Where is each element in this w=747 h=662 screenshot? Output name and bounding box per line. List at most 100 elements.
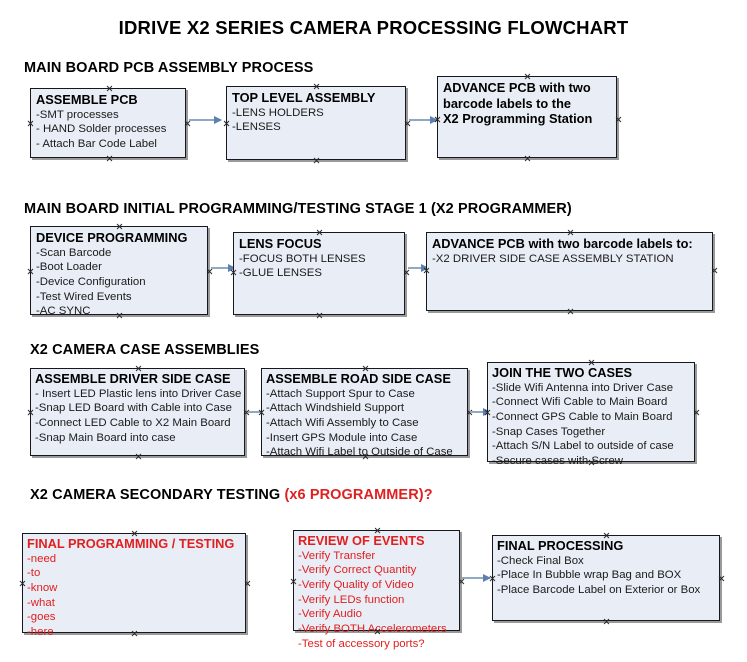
node-line: -Test Wired Events: [36, 290, 132, 303]
node-line: -AC SYNC: [36, 305, 91, 318]
handle-top-icon[interactable]: [524, 73, 531, 80]
handle-bottom-icon[interactable]: [106, 155, 113, 162]
node-line: -Place In Bubble wrap Bag and BOX: [497, 569, 682, 582]
handle-right-icon[interactable]: [206, 268, 213, 275]
section-heading-4-text: X2 CAMERA SECONDARY TESTING: [30, 487, 285, 503]
node-title: LENS FOCUS: [239, 236, 322, 251]
handle-bottom-icon[interactable]: [524, 155, 531, 162]
node-line: -Attach Wifi Label to Outside of Case: [266, 446, 453, 459]
node-line: -Attach S/N Label to outside of case: [492, 440, 674, 453]
node-line: -Boot Loader: [36, 261, 102, 274]
page-title: IDRIVE X2 SERIES CAMERA PROCESSING FLOWC…: [118, 17, 629, 38]
node-top-level-assembly[interactable]: TOP LEVEL ASSEMBLY -LENS HOLDERS -LENSES: [226, 86, 406, 160]
section-heading-1: MAIN BOARD PCB ASSEMBLY PROCESS: [24, 60, 313, 76]
section-heading-1-text: MAIN BOARD PCB ASSEMBLY PROCESS: [24, 60, 314, 76]
node-line: -SMT processes: [36, 108, 119, 121]
node-review-of-events[interactable]: REVIEW OF EVENTS -Verify Transfer -Verif…: [290, 530, 460, 650]
handle-left-icon[interactable]: [19, 580, 26, 587]
node-line: - Attach Bar Code Label: [36, 137, 157, 150]
node-assemble-road-side-case[interactable]: ASSEMBLE ROAD SIDE CASE -Attach Support …: [261, 368, 468, 458]
node-line: -Connect GPS Cable to Main Board: [492, 410, 673, 423]
node-line: -Attach Windshield Support: [266, 402, 405, 415]
node-final-processing[interactable]: FINAL PROCESSING -Check Final Box -Place…: [492, 535, 720, 621]
handle-left-icon[interactable]: [290, 578, 297, 585]
node-line: -Verify Correct Quantity: [298, 564, 417, 577]
node-line: - HAND Solder processes: [36, 123, 167, 136]
handle-top-icon[interactable]: [106, 85, 113, 92]
connector-arrow: [409, 115, 438, 124]
node-assemble-driver-side-case[interactable]: ASSEMBLE DRIVER SIDE CASE - Insert LED P…: [30, 368, 245, 456]
handle-top-icon[interactable]: [116, 223, 123, 230]
node-line: -Connect Wifi Cable to Main Board: [492, 396, 668, 409]
handle-right-icon[interactable]: [244, 580, 251, 587]
section-heading-4-accent: (x6 PROGRAMMER)?: [284, 487, 433, 503]
node-title: ADVANCE PCB with two: [443, 80, 591, 95]
handle-right-icon[interactable]: [693, 409, 700, 416]
handle-left-icon[interactable]: [27, 409, 34, 416]
node-device-programming[interactable]: DEVICE PROGRAMMING -Scan Barcode -Boot L…: [27, 223, 208, 317]
section-heading-3: X2 CAMERA CASE ASSEMBLIES: [30, 342, 259, 358]
node-line: -goes: [27, 611, 56, 624]
handle-right-icon[interactable]: [404, 120, 411, 127]
node-advance-pcb-driver-side-station[interactable]: ADVANCE PCB with two barcode labels to: …: [426, 232, 713, 311]
connector-arrow: [211, 263, 236, 272]
handle-right-icon[interactable]: [615, 116, 622, 123]
node-line: -Attach Support Spur to Case: [266, 387, 415, 400]
node-line: -Snap LED Board with Cable into Case: [35, 402, 232, 415]
node-join-the-two-cases[interactable]: JOIN THE TWO CASES -Slide Wifi Antenna i…: [487, 362, 695, 467]
node-line: -FOCUS BOTH LENSES: [239, 252, 366, 265]
handle-right-icon[interactable]: [458, 578, 465, 585]
connector-arrow: [408, 263, 429, 272]
node-line: -know: [27, 581, 58, 594]
handle-left-icon[interactable]: [27, 268, 34, 275]
section-heading-2-text: MAIN BOARD INITIAL PROGRAMMING/TESTING S…: [24, 201, 572, 217]
node-line: -X2 DRIVER SIDE CASE ASSEMBLY STATION: [432, 252, 674, 265]
node-title: JOIN THE TWO CASES: [492, 365, 633, 380]
handle-bottom-icon[interactable]: [313, 157, 320, 164]
node-line: -LENS HOLDERS: [232, 106, 324, 119]
node-line: -need: [27, 552, 57, 565]
node-title: REVIEW OF EVENTS: [298, 533, 425, 548]
node-line: -Verify LEDs function: [298, 593, 405, 606]
section-heading-2: MAIN BOARD INITIAL PROGRAMMING/TESTING S…: [24, 201, 572, 217]
node-assemble-pcb[interactable]: ASSEMBLE PCB -SMT processes - HAND Solde…: [30, 88, 186, 158]
handle-top-icon[interactable]: [313, 83, 320, 90]
handle-right-icon[interactable]: [403, 269, 410, 276]
handle-right-icon[interactable]: [718, 575, 725, 582]
node-line: -GLUE LENSES: [239, 267, 322, 280]
handle-left-icon[interactable]: [27, 120, 34, 127]
node-title-line3: X2 Programming Station: [443, 111, 593, 127]
node-line: -LENSES: [232, 121, 281, 134]
node-title: ASSEMBLE ROAD SIDE CASE: [266, 371, 451, 386]
node-line: -Slide Wifi Antenna into Driver Case: [492, 381, 674, 394]
node-line-overflow: -Test of accessory ports?: [298, 637, 425, 650]
handle-bottom-icon[interactable]: [567, 308, 574, 315]
node-line: -here: [27, 625, 54, 638]
handle-bottom-icon[interactable]: [603, 618, 610, 625]
handle-right-icon[interactable]: [711, 267, 718, 274]
node-line: -Snap Main Board into case: [35, 431, 176, 444]
handle-bottom-icon[interactable]: [316, 312, 323, 319]
section-heading-4: X2 CAMERA SECONDARY TESTING (x6 PROGRAMM…: [30, 487, 433, 503]
node-line: -Snap Cases Together: [492, 425, 606, 438]
node-line: -Attach Wifi Assembly to Case: [266, 416, 419, 429]
node-line: -what: [27, 596, 55, 609]
node-line: -Connect LED Cable to X2 Main Board: [35, 416, 231, 429]
node-line: -Insert GPS Module into Case: [266, 431, 418, 444]
node-advance-pcb-programming-station[interactable]: ADVANCE PCB with two barcode labels to t…: [437, 76, 617, 158]
node-line: -to: [27, 567, 41, 580]
handle-top-icon[interactable]: [316, 229, 323, 236]
node-lens-focus[interactable]: LENS FOCUS -FOCUS BOTH LENSES -GLUE LENS…: [233, 232, 405, 315]
handle-bottom-icon[interactable]: [135, 453, 142, 460]
node-line: -Check Final Box: [497, 554, 584, 567]
handle-left-icon[interactable]: [223, 120, 230, 127]
handle-top-icon[interactable]: [567, 229, 574, 236]
node-line: -Verify BOTH Accelerometers: [298, 622, 447, 635]
node-final-programming-testing[interactable]: FINAL PROGRAMMING / TESTING -need -to -k…: [19, 533, 246, 638]
node-line: -Device Configuration: [36, 275, 146, 288]
node-title: ADVANCE PCB with two barcode labels to:: [432, 236, 693, 251]
node-line: -Secure cases with Screw: [492, 454, 624, 467]
node-title: ASSEMBLE DRIVER SIDE CASE: [35, 371, 231, 386]
handle-right-icon[interactable]: [184, 120, 191, 127]
